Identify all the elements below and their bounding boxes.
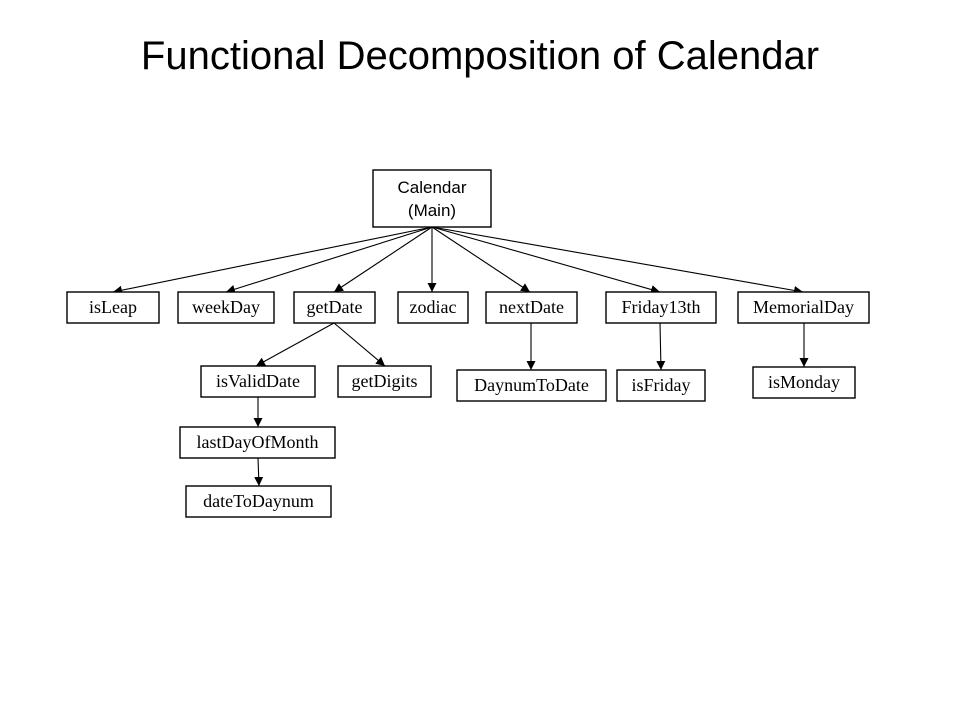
node-lastdayofmonth-label: lastDayOfMonth <box>197 432 319 452</box>
node-weekday: weekDay <box>177 291 275 324</box>
node-isvaliddate-label: isValidDate <box>216 371 300 391</box>
node-getdigits: getDigits <box>337 365 432 398</box>
edge-root-getdate <box>333 226 433 293</box>
node-nextdate: nextDate <box>485 291 578 324</box>
node-nextdate-label: nextDate <box>499 297 564 317</box>
node-getdate: getDate <box>293 291 376 324</box>
edges-level3 <box>253 397 264 487</box>
node-daynumtodate-label: DaynumToDate <box>474 375 589 395</box>
node-datetodaynum: dateToDaynum <box>185 485 332 518</box>
node-friday13th-label: Friday13th <box>622 297 701 317</box>
node-zodiac: zodiac <box>397 291 469 324</box>
node-daynumtodate: DaynumToDate <box>456 369 607 402</box>
edge-root-memorialday <box>431 226 804 295</box>
node-weekday-label: weekDay <box>192 297 260 317</box>
node-memorialday: MemorialDay <box>737 291 870 324</box>
node-ismonday: isMonday <box>752 366 856 399</box>
node-calendar-main-line1: Calendar <box>398 178 467 197</box>
node-calendar-main-line2: (Main) <box>408 201 456 220</box>
node-isleap: isLeap <box>66 291 160 324</box>
edge-root-isleap <box>112 226 433 295</box>
slide-title: Functional Decomposition of Calendar <box>140 34 820 78</box>
edge-getdate-getdigits <box>333 322 386 367</box>
node-zodiac-label: zodiac <box>410 297 457 317</box>
edge-lastdayofmonth-datetodaynum <box>254 457 264 487</box>
node-friday13th: Friday13th <box>605 291 717 324</box>
edge-root-nextdate <box>431 226 531 293</box>
node-isvaliddate: isValidDate <box>200 365 316 398</box>
edge-root-weekday <box>225 226 433 294</box>
node-calendar-main: Calendar (Main) <box>372 169 492 228</box>
node-isleap-label: isLeap <box>89 297 137 317</box>
edge-friday13th-isfriday <box>656 322 666 371</box>
edges-level2 <box>255 322 809 371</box>
edges-root <box>112 226 804 295</box>
node-lastdayofmonth: lastDayOfMonth <box>179 426 336 459</box>
node-getdate-label: getDate <box>307 297 363 317</box>
node-getdigits-label: getDigits <box>352 371 418 391</box>
node-isfriday-label: isFriday <box>631 375 690 395</box>
node-datetodaynum-label: dateToDaynum <box>203 491 314 511</box>
edge-root-friday13th <box>431 226 661 294</box>
edge-getdate-isvaliddate <box>255 322 335 367</box>
node-ismonday-label: isMonday <box>768 372 840 392</box>
node-memorialday-label: MemorialDay <box>753 297 854 317</box>
node-isfriday: isFriday <box>616 369 706 402</box>
